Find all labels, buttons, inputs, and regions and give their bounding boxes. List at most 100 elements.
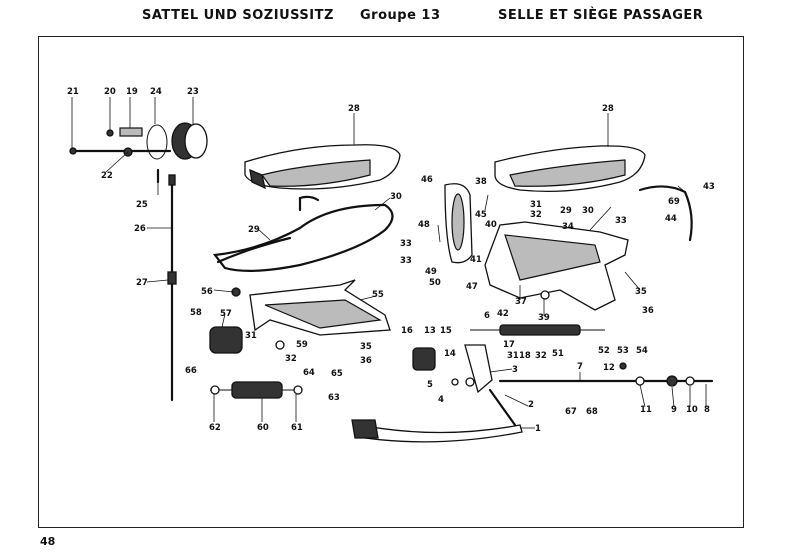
header-group-number: Groupe 13	[360, 8, 441, 23]
label-40: 40	[485, 220, 497, 230]
label-69: 69	[668, 197, 680, 207]
saddle-springs-bracket	[249, 279, 391, 336]
label-12: 12	[603, 363, 615, 373]
pillion-bracket	[484, 221, 629, 311]
label-33-pillion: 33	[615, 216, 627, 226]
label-66: 66	[185, 366, 197, 376]
label-45: 45	[475, 210, 487, 220]
label-7: 7	[577, 362, 583, 372]
label-18: 18	[519, 351, 531, 361]
label-3: 3	[512, 365, 518, 375]
brake-rod-spring	[470, 324, 605, 336]
label-63: 63	[328, 393, 340, 403]
label-42: 42	[497, 309, 509, 319]
label-49: 49	[425, 267, 437, 277]
label-20: 20	[104, 87, 116, 97]
label-36-right: 36	[642, 306, 654, 316]
speedometer-assembly	[69, 122, 208, 160]
label-68: 68	[586, 407, 598, 417]
small-hardware	[209, 287, 627, 387]
label-48: 48	[418, 220, 430, 230]
label-29-pillion: 29	[560, 206, 572, 216]
label-15: 15	[440, 326, 452, 336]
label-32-left: 32	[285, 354, 297, 364]
label-26: 26	[134, 224, 146, 234]
label-8: 8	[704, 405, 710, 415]
label-1: 1	[535, 424, 541, 434]
label-32-pillion: 32	[530, 210, 542, 220]
page-number: 48	[40, 535, 56, 548]
label-47: 47	[466, 282, 478, 292]
grab-handle-bracket	[444, 183, 473, 264]
label-55: 55	[372, 290, 384, 300]
label-35-left: 35	[360, 342, 372, 352]
label-28-rider: 28	[348, 104, 360, 114]
label-32-pedal: 32	[535, 351, 547, 361]
label-5: 5	[427, 380, 433, 390]
label-65: 65	[331, 369, 343, 379]
label-10: 10	[686, 405, 698, 415]
label-31-left: 31	[245, 331, 257, 341]
label-36-left: 36	[360, 356, 372, 366]
diagram-frame	[38, 36, 744, 528]
label-52: 52	[598, 346, 610, 356]
label-33-upper: 33	[400, 239, 412, 249]
rider-saddle	[244, 144, 401, 190]
label-23: 23	[187, 87, 199, 97]
label-28-pillion: 28	[602, 104, 614, 114]
label-61: 61	[291, 423, 303, 433]
label-51: 51	[552, 349, 564, 359]
label-11: 11	[640, 405, 652, 415]
label-9: 9	[671, 405, 677, 415]
label-64: 64	[303, 368, 315, 378]
label-19: 19	[126, 87, 138, 97]
reference-labels: 1 2 3 4 5 6 7 8 9 10 11 12 13 14 15 16 1…	[67, 87, 715, 434]
label-21: 21	[67, 87, 79, 97]
label-13: 13	[424, 326, 436, 336]
label-24: 24	[150, 87, 162, 97]
label-16: 16	[401, 326, 413, 336]
label-22: 22	[101, 171, 113, 181]
seat-spring-assembly	[210, 381, 303, 399]
label-33-lower: 33	[400, 256, 412, 266]
label-43: 43	[703, 182, 715, 192]
label-35-right: 35	[635, 287, 647, 297]
label-58: 58	[190, 308, 202, 318]
label-27: 27	[136, 278, 148, 288]
label-46: 46	[421, 175, 433, 185]
label-67: 67	[565, 407, 577, 417]
label-50: 50	[429, 278, 441, 288]
saddle-frame	[212, 195, 394, 272]
header-title-french: SELLE ET SIÈGE PASSAGER	[498, 8, 704, 23]
label-14: 14	[444, 349, 456, 359]
label-54: 54	[636, 346, 648, 356]
brake-pedal-assembly	[351, 344, 523, 443]
label-59: 59	[296, 340, 308, 350]
label-38: 38	[475, 177, 487, 187]
label-37: 37	[515, 297, 527, 307]
label-44: 44	[665, 214, 677, 224]
label-31-pillion: 31	[530, 200, 542, 210]
brake-rod	[498, 375, 714, 387]
label-34: 34	[562, 222, 574, 232]
speedometer-cable	[156, 168, 177, 402]
label-53: 53	[617, 346, 629, 356]
label-29-frame: 29	[248, 225, 260, 235]
label-60: 60	[257, 423, 269, 433]
label-4: 4	[438, 395, 444, 405]
label-30-frame: 30	[390, 192, 402, 202]
label-6: 6	[484, 311, 490, 321]
label-17: 17	[503, 340, 515, 350]
label-56: 56	[201, 287, 213, 297]
label-41: 41	[470, 255, 482, 265]
label-30-pillion: 30	[582, 206, 594, 216]
pillion-saddle	[494, 145, 646, 193]
label-39: 39	[538, 313, 550, 323]
label-31-pedal: 31	[507, 351, 519, 361]
label-57: 57	[220, 309, 232, 319]
leader-lines	[71, 97, 707, 429]
header-title-german: SATTEL UND SOZIUSSITZ	[142, 8, 334, 23]
label-2: 2	[528, 400, 534, 410]
label-62: 62	[209, 423, 221, 433]
